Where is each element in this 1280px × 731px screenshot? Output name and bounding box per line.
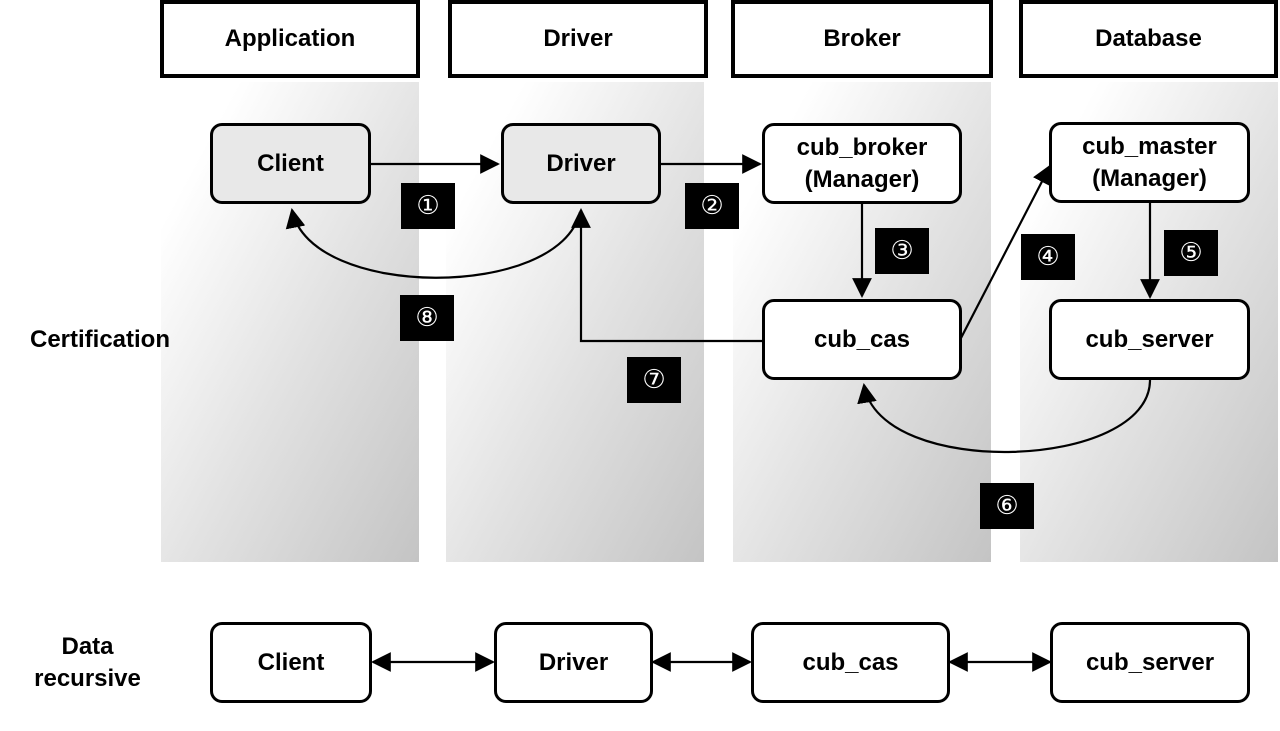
node-cub-master-sublabel: (Manager) <box>1092 164 1207 192</box>
node-cub-broker: cub_broker (Manager) <box>762 123 962 204</box>
node-cub-server: cub_server <box>1049 299 1250 380</box>
step-badge-5: ⑤ <box>1164 230 1218 276</box>
data-node-cub-server: cub_server <box>1050 622 1250 703</box>
step-badge-4: ④ <box>1021 234 1075 280</box>
node-cub-cas: cub_cas <box>762 299 962 380</box>
node-cub-master: cub_master (Manager) <box>1049 122 1250 203</box>
section-label-data: Data <box>61 633 114 660</box>
arrow-server-to-cas <box>857 379 1152 453</box>
arrow-cas-to-master <box>960 164 1051 339</box>
section-label-data-recursive: Data recursive <box>20 631 155 695</box>
node-cub-master-label: cub_master <box>1082 132 1217 160</box>
node-driver: Driver <box>501 123 661 204</box>
section-label-certification: Certification <box>29 326 170 353</box>
header-broker: Broker <box>731 0 993 78</box>
node-cub-broker-label: cub_broker <box>796 133 928 161</box>
data-node-driver: Driver <box>494 622 653 703</box>
step-badge-1: ① <box>401 183 455 229</box>
step-badge-6: ⑥ <box>980 483 1034 529</box>
arrow-driver-to-client <box>285 208 582 279</box>
header-application: Application <box>160 0 420 78</box>
step-badge-2: ② <box>685 183 739 229</box>
section-label-recursive: recursive <box>34 665 141 692</box>
header-driver: Driver <box>448 0 708 78</box>
arrow-cas-to-driver <box>571 208 762 343</box>
step-badge-3: ③ <box>875 228 929 274</box>
node-cub-broker-sublabel: (Manager) <box>804 165 920 193</box>
node-client: Client <box>210 123 371 204</box>
data-node-client: Client <box>210 622 372 703</box>
step-badge-7: ⑦ <box>627 357 681 403</box>
data-node-cub-cas: cub_cas <box>751 622 950 703</box>
step-badge-8: ⑧ <box>400 295 454 341</box>
header-database: Database <box>1019 0 1278 78</box>
